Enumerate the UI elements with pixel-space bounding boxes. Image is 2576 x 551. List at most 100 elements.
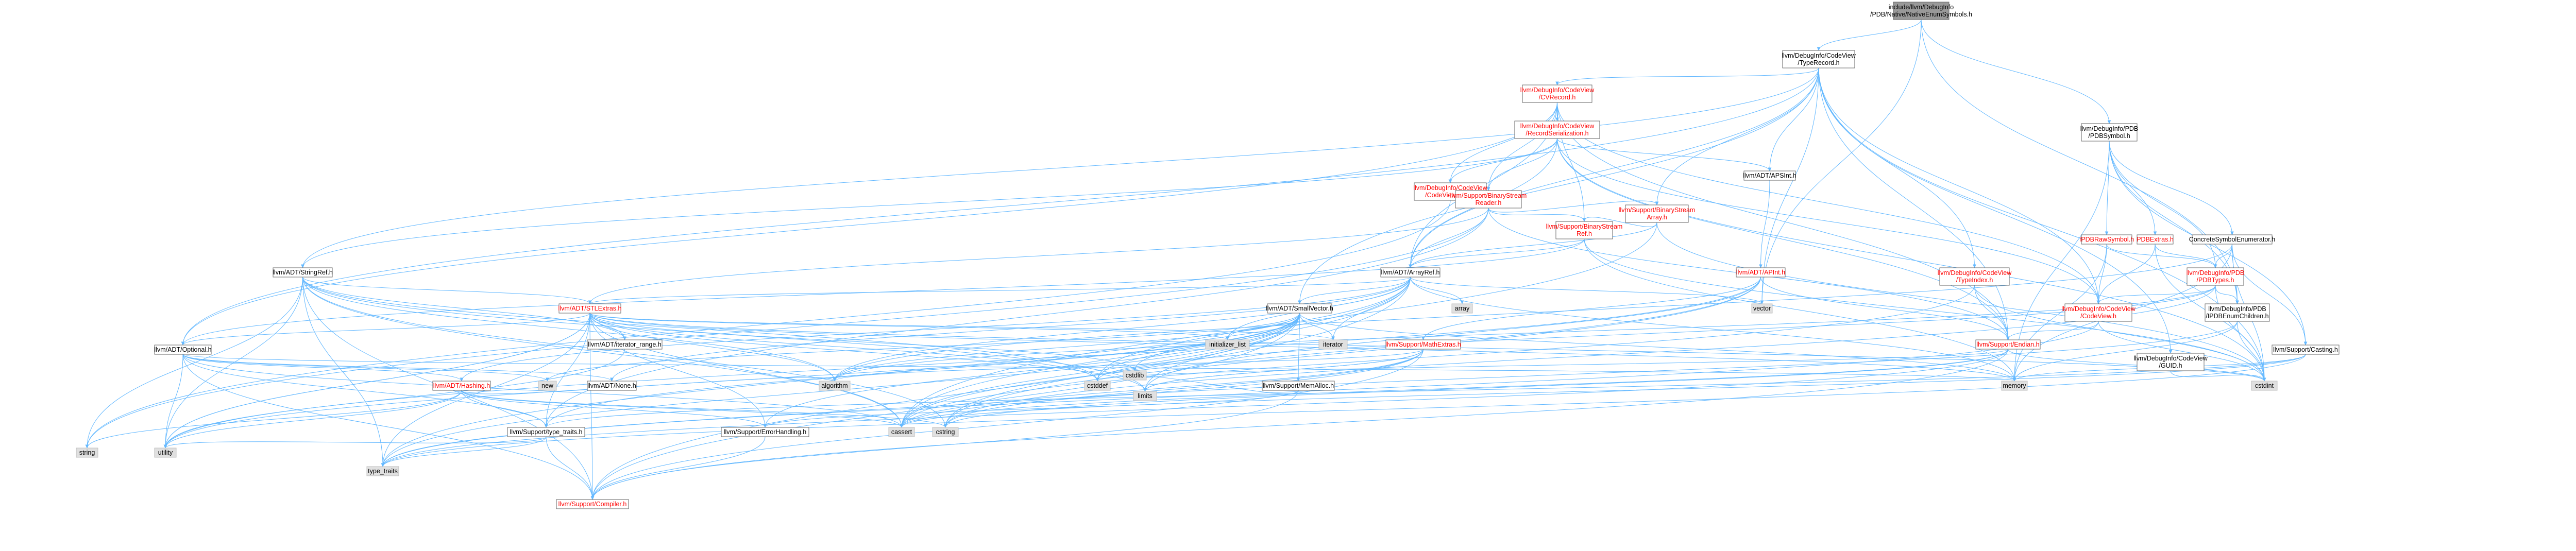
edge-stringref-to-typetraits — [302, 277, 383, 467]
node-typeindex[interactable]: llvm/DebugInfo/CodeView/TypeIndex.h — [1938, 267, 2012, 286]
node-box — [721, 427, 809, 437]
node-none[interactable]: llvm/ADT/None.h — [587, 381, 637, 391]
node-label: llvm/DebugInfo/CodeView — [1938, 269, 2012, 277]
node-cstdlib[interactable]: cstdlib — [1123, 370, 1147, 381]
node-root[interactable]: include/llvm/DebugInfo/PDB/Native/Native… — [1870, 2, 1972, 20]
edge-hashing-to-string — [87, 390, 462, 448]
node-codeview[interactable]: llvm/DebugInfo/CodeView/CodeView.h — [2061, 303, 2136, 322]
node-new[interactable]: new — [538, 381, 557, 391]
node-typerecord[interactable]: llvm/DebugInfo/CodeView/TypeRecord.h — [1782, 50, 1856, 68]
node-label: llvm/ADT/STLExtras.h — [558, 305, 622, 312]
node-label: cassert — [891, 428, 912, 436]
node-box — [1975, 339, 2041, 350]
node-label: llvm/DebugInfo/CodeView — [1520, 87, 1595, 94]
node-recordser[interactable]: llvm/DebugInfo/CodeView/RecordSerializat… — [1514, 120, 1600, 139]
node-casting[interactable]: llvm/Support/Casting.h — [2272, 345, 2340, 355]
node-mathextras[interactable]: llvm/Support/MathExtras.h — [1385, 339, 1461, 350]
node-compiler[interactable]: llvm/Support/Compiler.h — [556, 499, 629, 509]
node-stlextras[interactable]: llvm/ADT/STLExtras.h — [558, 303, 622, 314]
node-stringref[interactable]: llvm/ADT/StringRef.h — [273, 267, 333, 278]
edge-optional-to-cassert — [182, 354, 902, 427]
node-ipdbenum[interactable]: llvm/DebugInfo/PDB/IPDBEnumChildren.h — [2205, 303, 2270, 322]
dependency-nodes: include/llvm/DebugInfo/PDB/Native/Native… — [76, 2, 2340, 509]
edge-mathextras-to-algorithm — [835, 349, 1423, 381]
edge-cvrecord-to-codeview — [1557, 102, 2099, 304]
edge-arrayref-to-stlextras — [590, 277, 1411, 304]
node-cvrecord[interactable]: llvm/DebugInfo/CodeView/CVRecord.h — [1520, 84, 1595, 103]
node-cstdint[interactable]: cstdint — [2251, 381, 2278, 391]
node-box — [819, 381, 851, 391]
node-label: include/llvm/DebugInfo — [1889, 4, 1954, 11]
node-memory[interactable]: memory — [2001, 381, 2028, 391]
node-iterrange[interactable]: llvm/ADT/iterator_range.h — [587, 339, 663, 350]
node-algorithm[interactable]: algorithm — [819, 381, 851, 391]
node-box — [2272, 345, 2340, 355]
node-apint[interactable]: llvm/ADT/APInt.h — [1736, 267, 1786, 278]
node-vector[interactable]: vector — [1751, 303, 1773, 314]
edge-stringref-to-limits — [302, 277, 1145, 391]
node-box — [932, 427, 959, 437]
node-smallvector[interactable]: llvm/ADT/SmallVector.h — [1266, 303, 1333, 314]
node-array[interactable]: array — [1451, 303, 1473, 314]
edge-apint-to-utility — [165, 277, 1761, 448]
edge-smallvector-to-cstddef — [1097, 313, 1300, 381]
edge-hashing-to-algorithm — [461, 377, 835, 394]
node-string[interactable]: string — [76, 447, 98, 458]
edge-optional-to-hashing — [182, 354, 462, 381]
node-label: llvm/ADT/Optional.h — [154, 346, 211, 353]
node-label: initializer_list — [1209, 341, 1246, 348]
node-concrete[interactable]: ConcreteSymbolEnumerator.h — [2189, 234, 2275, 245]
node-hashing[interactable]: llvm/ADT/Hashing.h — [432, 381, 491, 391]
node-box — [2137, 353, 2205, 371]
node-box — [1385, 339, 1461, 350]
node-label: llvm/Support/BinaryStream — [1619, 206, 1696, 214]
node-box — [1893, 2, 1950, 20]
node-pdbsymbol[interactable]: llvm/DebugInfo/PDB/PDBSymbol.h — [2080, 123, 2139, 142]
edge-typerecord-to-typeindex — [1818, 67, 1975, 268]
edge-pdbtypes-to-cstring — [945, 285, 2216, 427]
node-label: cstring — [936, 428, 955, 436]
node-cstddef[interactable]: cstddef — [1084, 381, 1111, 391]
node-label: cstdlib — [1126, 372, 1144, 379]
node-apsint[interactable]: llvm/ADT/APSInt.h — [1743, 170, 1797, 181]
node-limits[interactable]: limits — [1133, 391, 1157, 401]
node-endian[interactable]: llvm/Support/Endian.h — [1975, 339, 2041, 350]
node-utility[interactable]: utility — [154, 447, 177, 458]
node-arrayref[interactable]: llvm/ADT/ArrayRef.h — [1380, 267, 1440, 278]
edge-smallvector-to-memalloc — [1298, 313, 1300, 381]
node-errorhandling[interactable]: llvm/Support/ErrorHandling.h — [721, 427, 809, 437]
edge-codeview-to-endian — [2008, 321, 2099, 340]
edge-apint-to-endian — [1760, 277, 2008, 340]
edge-arrayref-to-typetraits — [383, 277, 1411, 467]
node-label: cstdint — [2255, 382, 2274, 389]
node-iterator[interactable]: iterator — [1318, 339, 1348, 350]
edge-memalloc-to-compiler — [592, 390, 1299, 500]
node-label: llvm/Support/Endian.h — [1976, 341, 2039, 348]
node-box — [154, 345, 212, 355]
node-box — [556, 499, 629, 509]
node-box — [1205, 339, 1250, 350]
node-pdbtypes[interactable]: llvm/DebugInfo/PDB/PDBTypes.h — [2187, 267, 2245, 286]
node-memalloc[interactable]: llvm/Support/MemAlloc.h — [1262, 381, 1335, 391]
node-label: cstddef — [1087, 382, 1108, 389]
node-ipdbraw[interactable]: IPDBRawSymbol.h — [2079, 234, 2134, 245]
edge-optional-to-typetraitsh — [182, 354, 546, 427]
edge-typeindex-to-endian — [1974, 285, 2008, 340]
node-cstring[interactable]: cstring — [932, 427, 959, 437]
node-pdbextras[interactable]: PDBExtras.h — [2137, 234, 2174, 245]
node-typetraits[interactable]: type_traits — [366, 466, 399, 476]
node-optional[interactable]: llvm/ADT/Optional.h — [154, 345, 212, 355]
edge-typerecord-to-arrayref — [1411, 67, 1819, 268]
edge-stlextras-to-optional — [183, 313, 590, 345]
node-typetraitsh[interactable]: llvm/Support/type_traits.h — [507, 427, 585, 437]
node-initlist[interactable]: initializer_list — [1205, 339, 1250, 350]
node-guid[interactable]: llvm/DebugInfo/CodeView/GUID.h — [2133, 353, 2208, 371]
edge-recordser-to-codeview — [1557, 138, 2099, 304]
node-label: llvm/DebugInfo/PDB — [2187, 269, 2245, 277]
node-cassert[interactable]: cassert — [888, 427, 915, 437]
edge-typerecord-to-optional — [183, 67, 1819, 345]
edge-typerecord-to-apsint — [1770, 67, 1819, 171]
